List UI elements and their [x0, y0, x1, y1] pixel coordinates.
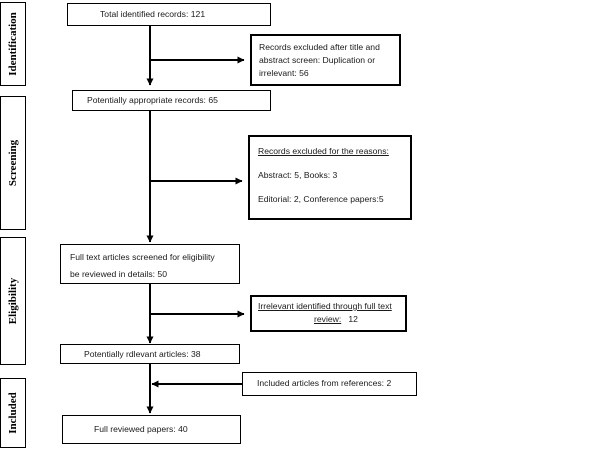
excluded-title-line2: abstract screen: Duplication or — [259, 55, 376, 65]
irrelevant-line1: Irrelevant identified through full text — [258, 301, 392, 311]
box-potentially-relevant: Potentially rdlevant articles: 38 — [60, 344, 240, 364]
full-text-line2: be reviewed in details: 50 — [70, 269, 167, 279]
box-excluded-reasons: Records excluded for the reasons: Abstra… — [248, 135, 412, 220]
full-text-line1: Full text articles screened for eligibil… — [70, 252, 215, 262]
potentially-appropriate-text: Potentially appropriate records: 65 — [87, 95, 218, 105]
box-total-identified: Total identified records: 121 — [67, 3, 271, 26]
box-full-reviewed: Full reviewed papers: 40 — [62, 415, 241, 444]
excluded-reasons-line1: Abstract: 5, Books: 3 — [258, 170, 338, 180]
irrelevant-line2: review: 12 — [258, 313, 405, 326]
stage-screening: Screening — [0, 96, 26, 230]
irrelevant-line2-label: review: — [314, 314, 342, 324]
included-references-text: Included articles from references: 2 — [257, 378, 392, 388]
excluded-title-line1: Records excluded after title and — [259, 42, 380, 52]
excluded-reasons-title: Records excluded for the reasons: — [258, 146, 389, 156]
stage-included: Included — [0, 378, 26, 448]
total-identified-text: Total identified records: 121 — [100, 9, 206, 19]
excluded-title-line3: irrelevant: 56 — [259, 68, 309, 78]
box-irrelevant-full-text: Irrelevant identified through full text … — [250, 295, 407, 332]
stage-identification: Identification — [0, 2, 26, 86]
potentially-relevant-text: Potentially rdlevant articles: 38 — [84, 349, 201, 359]
stage-eligibility: Eligibility — [0, 237, 26, 365]
box-potentially-appropriate: Potentially appropriate records: 65 — [72, 90, 271, 111]
irrelevant-line2-value: 12 — [348, 314, 358, 324]
box-full-text-screened: Full text articles screened for eligibil… — [60, 244, 240, 284]
excluded-reasons-line2: Editorial: 2, Conference papers:5 — [258, 194, 384, 204]
box-excluded-title-abstract: Records excluded after title and abstrac… — [250, 34, 401, 86]
full-reviewed-text: Full reviewed papers: 40 — [94, 424, 188, 434]
box-included-from-references: Included articles from references: 2 — [242, 372, 417, 396]
